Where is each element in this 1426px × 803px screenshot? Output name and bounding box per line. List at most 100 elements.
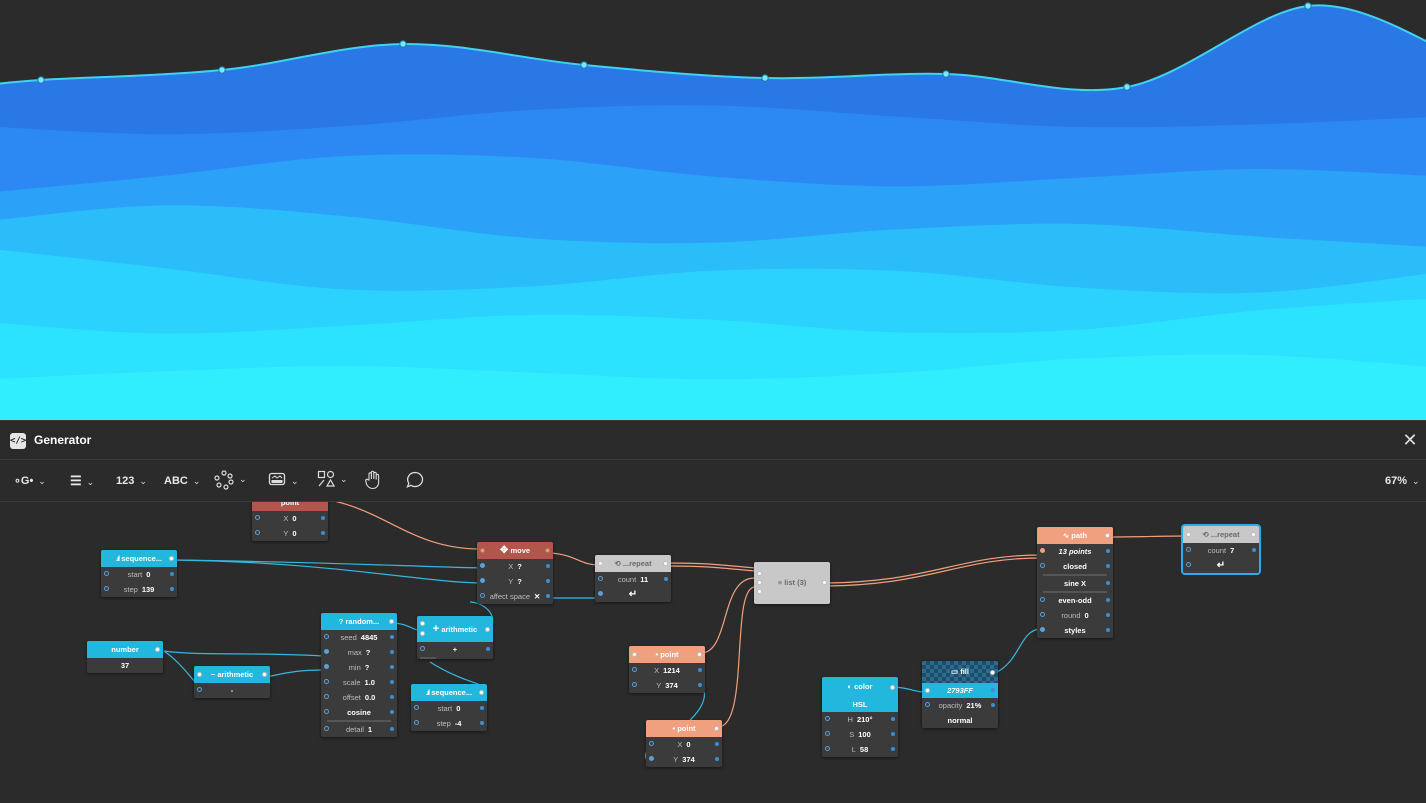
field-fill-hex[interactable]: 2793FF (922, 683, 998, 698)
wire (163, 650, 325, 657)
style-menu-button[interactable]: ⌄ (268, 472, 299, 490)
curve-point[interactable] (761, 74, 769, 82)
field-operator[interactable]: + (417, 642, 493, 657)
field-min[interactable]: min? (321, 660, 397, 675)
field-value: 7 (1230, 546, 1235, 555)
sequence-icon: .ıl (115, 554, 120, 563)
node-arithmetic-1[interactable]: − arithmetic - (194, 666, 270, 698)
wire (893, 686, 926, 693)
field-points[interactable]: 13 points (1037, 544, 1113, 559)
field-affect-space[interactable]: affect space✕ (477, 589, 553, 604)
field-fill-rule[interactable]: even-odd (1037, 593, 1113, 608)
color-menu-button[interactable]: ⌄ (214, 470, 247, 490)
minus-icon: − (210, 670, 216, 679)
field-color-mode[interactable]: HSL (822, 697, 898, 712)
shapes-menu-button[interactable]: ⌄ (317, 470, 348, 488)
list-menu-button[interactable]: ☰⌄ (70, 472, 94, 490)
curve-point[interactable] (1123, 83, 1131, 91)
node-path[interactable]: ∿ path 13 points closed sine X even-odd … (1037, 527, 1113, 638)
field-label: X (508, 562, 514, 571)
sequence-icon: .ıl (425, 688, 430, 697)
field-label: S (849, 730, 855, 739)
number-menu-button[interactable]: 123⌄ (116, 472, 147, 490)
node-list[interactable]: ≡ list (3) (754, 562, 830, 604)
field-value: + (452, 645, 458, 654)
curve-point[interactable] (218, 66, 226, 74)
field-max[interactable]: max? (321, 645, 397, 660)
field-y[interactable]: Y? (477, 574, 553, 589)
chevron-down-icon: ⌄ (192, 476, 201, 486)
path-icon: ∿ (1062, 531, 1070, 540)
field-loop[interactable]: ↵ (595, 587, 671, 602)
curve-point[interactable] (942, 70, 950, 78)
field-value: 0 (456, 704, 461, 713)
field-x[interactable]: X? (477, 559, 553, 574)
field-blend[interactable]: normal (922, 713, 998, 728)
field-styles[interactable]: styles (1037, 623, 1113, 638)
field-closed[interactable]: closed (1037, 559, 1113, 574)
field-operator[interactable]: - (194, 683, 270, 698)
zoom-dropdown[interactable]: 67%⌄ (1385, 472, 1420, 490)
wire (717, 586, 756, 728)
fill-style-icon (268, 472, 286, 486)
field-label: opacity (938, 701, 963, 710)
node-number[interactable]: number 37 (87, 641, 163, 673)
curve-point[interactable] (399, 40, 407, 48)
field-step[interactable]: step-4 (411, 716, 487, 731)
field-curve[interactable]: sine X (1037, 576, 1113, 591)
curve-point[interactable] (580, 61, 588, 69)
field-label: H (847, 715, 853, 724)
field-value: cosine (347, 708, 371, 717)
curve-point[interactable] (37, 76, 45, 84)
field-value: 374 (682, 755, 695, 764)
field-mode[interactable]: cosine (321, 705, 397, 720)
field-value[interactable]: 37 (87, 658, 163, 673)
curve-point[interactable] (1304, 2, 1312, 10)
node-move[interactable]: ✥ move X? Y? affect space✕ (477, 542, 553, 604)
field-value: 374 (665, 681, 678, 690)
text-menu-button[interactable]: ABC⌄ (164, 472, 200, 490)
field-loop[interactable]: ↵ (1183, 558, 1259, 573)
graph-menu-button[interactable]: ∘G•⌄ (14, 472, 46, 490)
close-button[interactable]: ✕ (1402, 430, 1418, 450)
field-value: 13 points (1058, 547, 1092, 556)
comment-button[interactable] (405, 470, 425, 489)
hand-tool-button[interactable] (364, 470, 382, 490)
node-arithmetic-2[interactable]: + arithmetic + (417, 616, 493, 659)
node-header: ≡ list (3) (754, 562, 830, 604)
node-header: ⟲ ...repeat (1183, 526, 1259, 543)
curve-control-points[interactable] (37, 2, 1312, 91)
field-value: -4 (454, 719, 462, 728)
